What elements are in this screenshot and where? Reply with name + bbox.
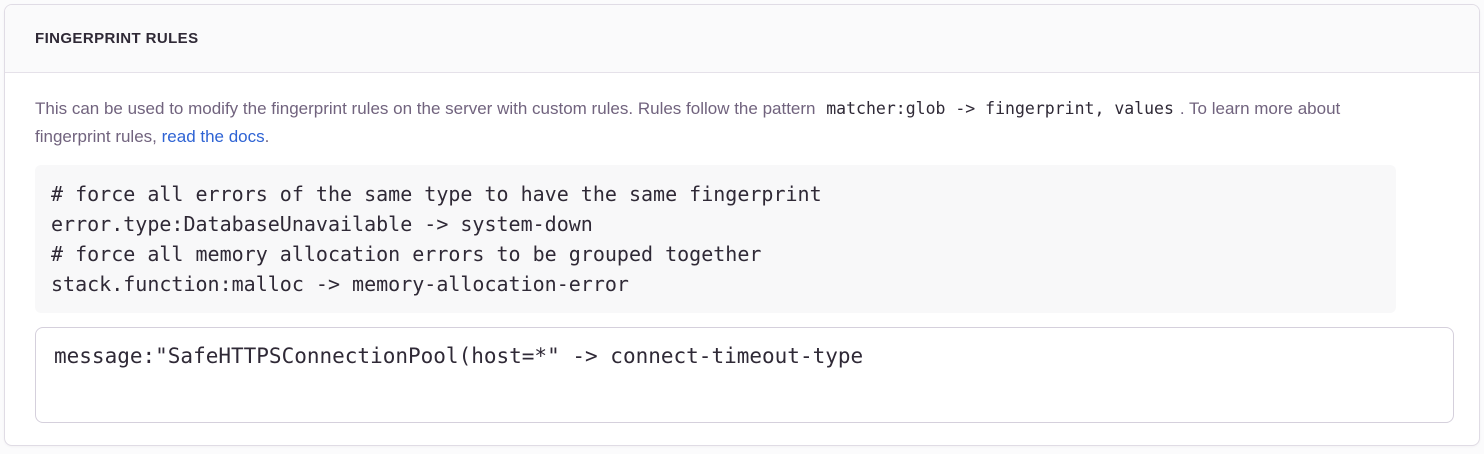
panel-title: FINGERPRINT RULES [35, 30, 199, 47]
panel-body: This can be used to modify the fingerpri… [5, 73, 1479, 445]
description-segment-end: . [264, 127, 270, 146]
fingerprint-rules-textarea[interactable]: message:"SafeHTTPSConnectionPool(host=*"… [35, 327, 1454, 423]
description-segment-after-code: . To learn more about fingerprint rules, [35, 99, 1341, 146]
description-segment-before-code: This can be used to modify the fingerpri… [35, 99, 816, 118]
pattern-inline-code: matcher:glob -> fingerprint, values [826, 99, 1174, 118]
panel-header: FINGERPRINT RULES [5, 5, 1479, 73]
fingerprint-rules-panel: FINGERPRINT RULES This can be used to mo… [4, 4, 1480, 446]
description-text: This can be used to modify the fingerpri… [35, 95, 1359, 151]
example-rules-code-block: # force all errors of the same type to h… [35, 165, 1396, 313]
read-the-docs-link[interactable]: read the docs [161, 127, 265, 146]
